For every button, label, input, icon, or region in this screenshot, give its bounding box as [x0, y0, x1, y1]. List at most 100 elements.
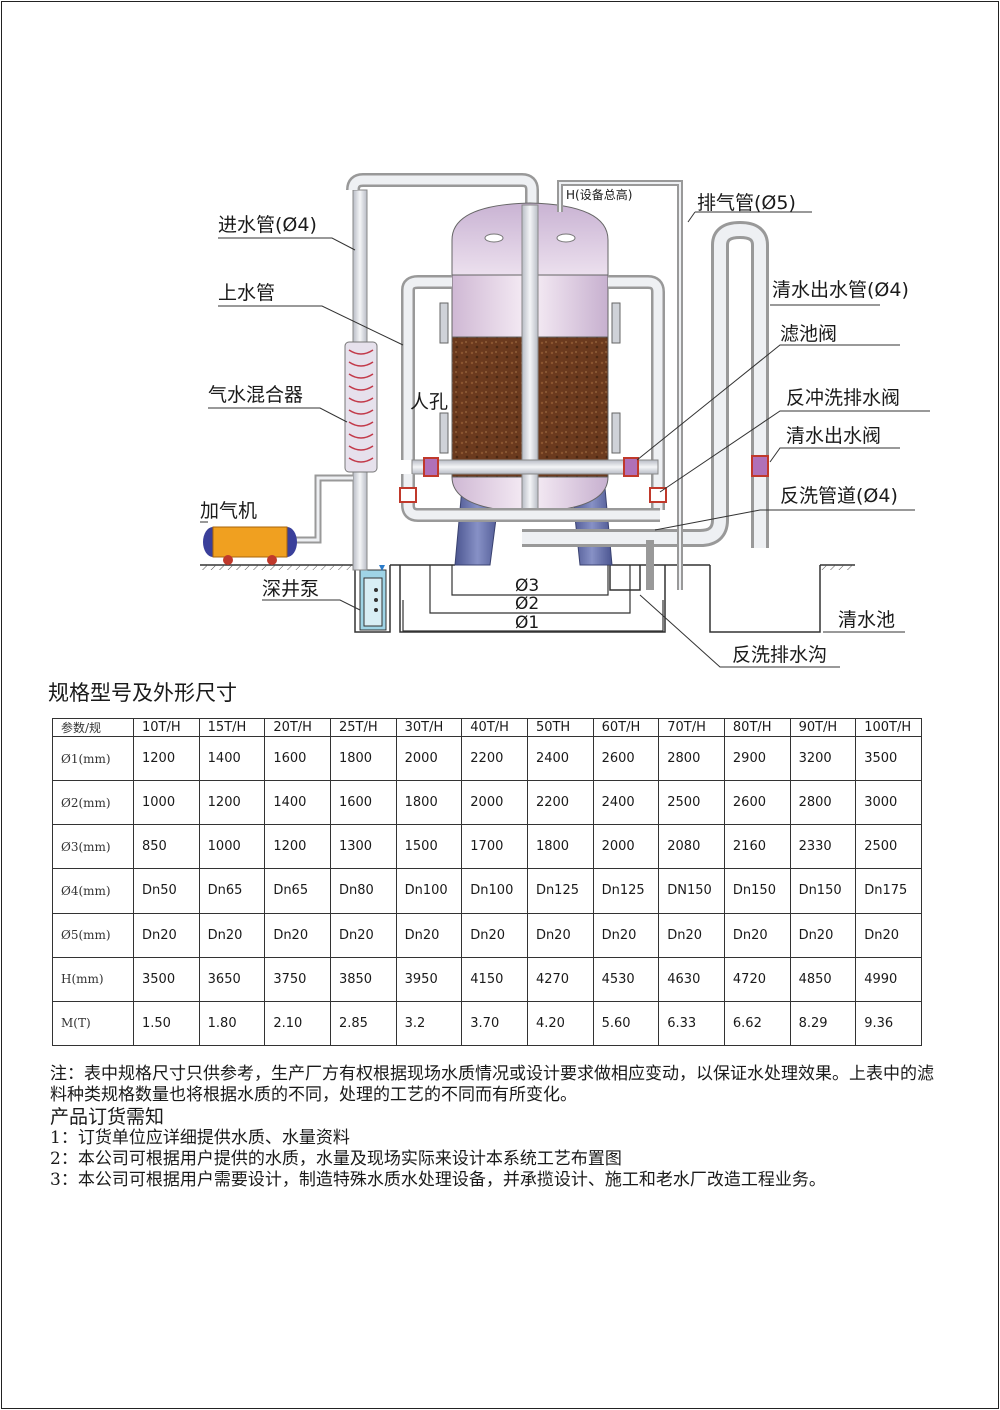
- clean-outlet-pipe-label: 清水出水管(Ø4): [772, 279, 909, 301]
- table-cell: 4720: [723, 956, 791, 1002]
- manhole-label: 人孔: [410, 391, 448, 413]
- order-notice-item: 3：本公司可根据用户需要设计，制造特殊水质水处理设备，并承揽设计、施工和老水厂改…: [50, 1170, 826, 1190]
- header-cell: 25T/H: [329, 718, 397, 737]
- table-cell: 5.60: [592, 1000, 660, 1047]
- table-cell: 2500: [658, 780, 725, 826]
- table-cell: 4530: [592, 956, 660, 1002]
- filter-valve-label: 滤池阀: [780, 323, 837, 345]
- table-cell: Dn20: [395, 912, 463, 958]
- side-pipes: [401, 180, 769, 590]
- table-cell: 9.36: [855, 1000, 922, 1047]
- table-cell: 2600: [723, 780, 791, 826]
- table-cell: 2080: [658, 824, 725, 870]
- deep-well-pump-label: 深井泵: [262, 578, 319, 600]
- table-cell: 3500: [133, 956, 200, 1002]
- table-cell: 1400: [264, 780, 331, 826]
- table-cell: Dn20: [198, 912, 266, 958]
- header-cell: 40T/H: [461, 718, 528, 737]
- header-cell: 100T/H: [855, 718, 922, 737]
- filter-tank: [439, 202, 621, 516]
- table-cell: 2160: [723, 824, 791, 870]
- spec-table: 参数/规 10T/H 15T/H 20T/H 25T/H 30T/H 40T/H…: [52, 718, 922, 1047]
- table-cell: 4850: [789, 956, 857, 1002]
- table-cell: 1800: [395, 780, 463, 826]
- table-cell: 1600: [264, 735, 331, 782]
- table-cell: 1200: [198, 780, 266, 826]
- table-cell: 2400: [592, 780, 660, 826]
- dimension-o1-label: Ø1: [515, 613, 539, 633]
- table-cell: 8.29: [789, 1000, 857, 1047]
- row-label-cell: Ø5(mm): [52, 912, 134, 958]
- table-cell: 4.20: [526, 1000, 594, 1047]
- table-cell: 3950: [395, 956, 463, 1002]
- backwash-drain-valve-label: 反冲洗排水阀: [786, 387, 900, 409]
- table-cell: Dn150: [723, 868, 791, 914]
- dimension-o2-label: Ø2: [515, 594, 539, 614]
- header-cell: 80T/H: [723, 718, 791, 737]
- table-cell: 2.10: [264, 1000, 331, 1047]
- table-cell: Dn20: [264, 912, 331, 958]
- notes-section: 注：表中规格尺寸只供参考，生产厂方有权根据现场水质情况或设计要求做相应变动，以保…: [50, 1064, 950, 1191]
- table-cell: DN150: [658, 868, 725, 914]
- filter-system-diagram: Ø3 Ø2 Ø1 进水管(Ø4) 上水管 气水混合器 加气机 深井泵 人孔 H(…: [200, 173, 930, 668]
- aerator-label: 加气机: [200, 500, 257, 522]
- disclaimer-note: 注：表中规格尺寸只供参考，生产厂方有权根据现场水质情况或设计要求做相应变动，以保…: [50, 1064, 934, 1105]
- table-cell: 2200: [526, 780, 594, 826]
- table-cell: 3650: [198, 956, 266, 1002]
- inlet-pipe-label: 进水管(Ø4): [218, 214, 317, 236]
- header-cell: 30T/H: [395, 718, 463, 737]
- table-cell: 3.70: [461, 1000, 528, 1047]
- row-label-cell: M(T): [52, 1000, 134, 1047]
- row-label-cell: H(mm): [52, 956, 134, 1002]
- table-cell: Dn20: [855, 912, 922, 958]
- table-cell: 4270: [526, 956, 594, 1002]
- riser-pipe-label: 上水管: [218, 282, 275, 304]
- table-cell: Dn80: [329, 868, 397, 914]
- table-cell: 3850: [329, 956, 397, 1002]
- table-cell: 1500: [395, 824, 463, 870]
- table-cell: 1800: [526, 824, 594, 870]
- header-cell: 50TH: [526, 718, 594, 737]
- table-cell: 2000: [592, 824, 660, 870]
- aerator-machine: [203, 526, 297, 565]
- row-label-cell: Ø3(mm): [52, 824, 134, 870]
- table-cell: 2400: [526, 735, 594, 782]
- dimension-o3-label: Ø3: [515, 576, 539, 596]
- table-cell: 4630: [658, 956, 725, 1002]
- row-label-cell: Ø1(mm): [52, 735, 134, 782]
- header-cell: 90T/H: [789, 718, 857, 737]
- table-cell: 4990: [855, 956, 922, 1002]
- table-cell: Dn20: [789, 912, 857, 958]
- table-cell: 3200: [789, 735, 857, 782]
- table-cell: Dn20: [329, 912, 397, 958]
- vent-pipe-label: 排气管(Ø5): [697, 192, 796, 214]
- backwash-ditch-label: 反洗排水沟: [732, 644, 827, 666]
- table-cell: 1200: [133, 735, 200, 782]
- table-cell: 3000: [855, 780, 922, 826]
- table-cell: 1600: [329, 780, 397, 826]
- ground: [200, 564, 855, 633]
- table-cell: 3500: [855, 735, 922, 782]
- total-height-label: H(设备总高): [566, 187, 632, 202]
- table-cell: Dn20: [592, 912, 660, 958]
- header-cell: 60T/H: [592, 718, 660, 737]
- table-cell: 1200: [264, 824, 331, 870]
- table-cell: Dn150: [789, 868, 857, 914]
- table-cell: Dn65: [198, 868, 266, 914]
- table-cell: 2900: [723, 735, 791, 782]
- table-cell: 2600: [592, 735, 660, 782]
- air-water-mixer: [344, 341, 378, 473]
- table-cell: 1800: [329, 735, 397, 782]
- table-cell: 2200: [461, 735, 528, 782]
- deep-well-pump: [359, 565, 387, 631]
- order-notice-title: 产品订货需知: [50, 1106, 165, 1128]
- table-cell: Dn100: [461, 868, 528, 914]
- valves: [399, 455, 769, 503]
- table-cell: 6.62: [723, 1000, 791, 1047]
- header-cell: 70T/H: [658, 718, 725, 737]
